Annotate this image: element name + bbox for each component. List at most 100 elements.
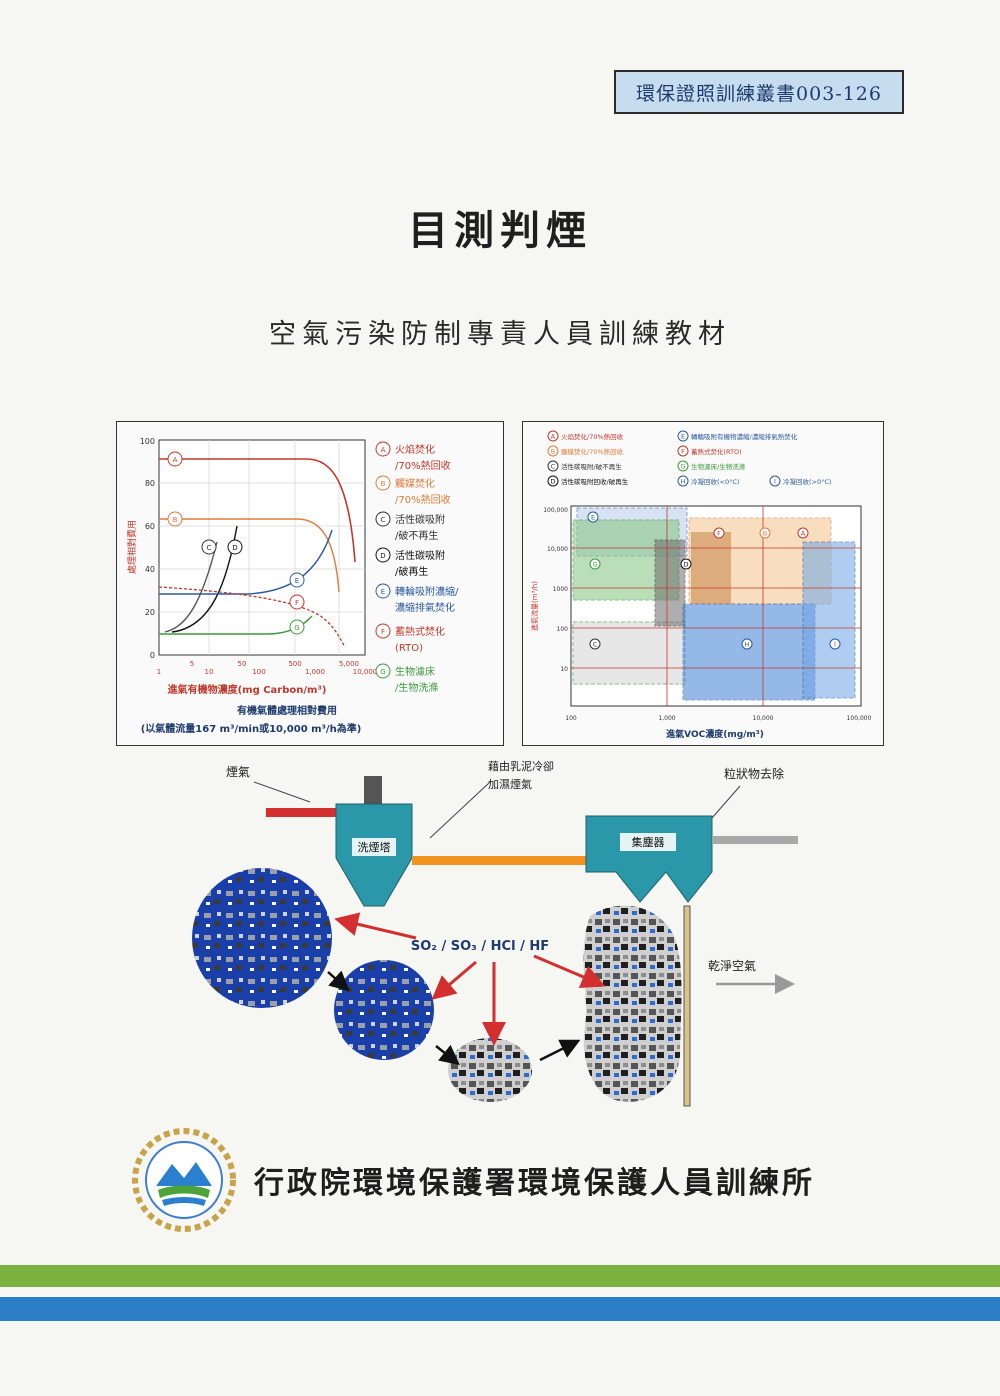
svg-text:轉輪吸附濃縮/: 轉輪吸附濃縮/ bbox=[395, 585, 459, 598]
legend-c: C 活性碳吸附 /破不再生 bbox=[375, 511, 445, 542]
logo-emblem bbox=[132, 1128, 236, 1232]
cost-chart: 100 80 60 40 20 0 1 5 10 50 100 500 1,00… bbox=[126, 437, 459, 735]
ytick: 0 bbox=[150, 651, 155, 660]
legend-b: B 觸媒焚化 /70%熱回收 bbox=[375, 475, 451, 506]
left-chart-panel: 100 80 60 40 20 0 1 5 10 50 100 500 1,00… bbox=[116, 421, 504, 746]
svg-text:A: A bbox=[381, 446, 386, 454]
legend-f: F 蓄熱式焚化 (RTO) bbox=[375, 623, 445, 654]
green-stripe bbox=[0, 1265, 1000, 1287]
svg-text:生物濾床: 生物濾床 bbox=[395, 665, 435, 678]
marker-c: C bbox=[207, 544, 212, 552]
region-label-e: E bbox=[591, 514, 595, 522]
region-label-i: I bbox=[834, 641, 836, 649]
flue-gas-inlet bbox=[266, 808, 336, 817]
svg-text:D: D bbox=[550, 478, 555, 486]
svg-text:H: H bbox=[681, 478, 686, 486]
large-absorbent-particle bbox=[192, 868, 332, 1008]
xtick: 5 bbox=[190, 660, 194, 668]
svg-text:活性碳吸附: 活性碳吸附 bbox=[395, 549, 445, 562]
note-line2: 加濕煙氣 bbox=[488, 777, 532, 791]
region-label-a: A bbox=[801, 530, 806, 538]
svg-text:F: F bbox=[381, 628, 385, 636]
ytick: 100 bbox=[140, 437, 155, 446]
svg-text:蓄熱式焚化(RTO): 蓄熱式焚化(RTO) bbox=[691, 447, 742, 456]
svg-text:火焰焚化/70%熱回收: 火焰焚化/70%熱回收 bbox=[561, 432, 624, 441]
marker-d: D bbox=[232, 544, 237, 552]
legend-g: G 生物濾床 /生物洗滌 bbox=[375, 663, 438, 694]
particulate-label: 粒狀物去除 bbox=[724, 766, 784, 781]
svg-text:生物濾床/生物洗滌: 生物濾床/生物洗滌 bbox=[691, 462, 746, 471]
region-label-h: H bbox=[745, 641, 750, 649]
svg-text:濃縮排氣焚化: 濃縮排氣焚化 bbox=[395, 601, 455, 614]
svg-text:B: B bbox=[551, 448, 555, 456]
svg-text:/破不再生: /破不再生 bbox=[395, 529, 438, 542]
ytick: 40 bbox=[145, 565, 155, 574]
region-i bbox=[802, 541, 856, 699]
svg-text:E: E bbox=[381, 588, 385, 596]
collector-label-box bbox=[620, 833, 676, 851]
scrubber-nozzle bbox=[364, 776, 382, 806]
legend-e: E 轉輪吸附濃縮/ 濃縮排氣焚化 bbox=[375, 583, 459, 614]
dust-collector bbox=[585, 815, 713, 903]
marker-e: E bbox=[295, 577, 299, 585]
blue-stripe bbox=[0, 1297, 1000, 1321]
svg-text:活性碳吸附回收/破再生: 活性碳吸附回收/破再生 bbox=[561, 477, 629, 486]
svg-text:E: E bbox=[681, 433, 685, 441]
stripe-gap bbox=[0, 1287, 1000, 1297]
selection-xlabel: 進氣VOC濃度(mg/m³) bbox=[666, 728, 764, 740]
svg-text:活性碳吸附/破不再生: 活性碳吸附/破不再生 bbox=[561, 462, 622, 471]
svg-text:/破再生: /破再生 bbox=[395, 565, 428, 578]
scrubber-label: 洗煙塔 bbox=[358, 841, 391, 854]
xtick: 5,000 bbox=[339, 660, 359, 668]
dust-cake bbox=[583, 905, 682, 1102]
clean-air-label: 乾淨空氣 bbox=[708, 959, 756, 973]
svg-text:F: F bbox=[681, 448, 685, 456]
epa-logo bbox=[132, 1128, 236, 1232]
rytick: 100,000 bbox=[543, 507, 568, 514]
rytick: 10 bbox=[560, 666, 568, 673]
clean-outlet bbox=[712, 836, 798, 844]
curve-b bbox=[159, 518, 340, 593]
note-line1: 藉由乳泥冷卻 bbox=[488, 759, 554, 773]
marker-f: F bbox=[295, 599, 299, 607]
process-diagram: 煙氣 藉由乳泥冷卻 加濕煙氣 粒狀物去除 洗煙塔 集塵器 SO₂ / SO₃ /… bbox=[180, 756, 820, 1116]
rlegend-f: F 蓄熱式焚化(RTO) bbox=[677, 445, 742, 457]
series-label: 環保證照訓練叢書003-126 bbox=[636, 82, 882, 105]
xtick: 1,000 bbox=[305, 668, 325, 676]
curve-c bbox=[164, 541, 218, 633]
svg-text:/生物洗滌: /生物洗滌 bbox=[395, 681, 438, 694]
series-badge: 環保證照訓練叢書003-126 bbox=[614, 70, 904, 114]
xtick: 10,000 bbox=[353, 668, 378, 676]
rxtick: 100,000 bbox=[847, 715, 872, 722]
region-c bbox=[572, 621, 686, 685]
xtick: 50 bbox=[238, 660, 247, 668]
rlegend-d: D 活性碳吸附回收/破再生 bbox=[547, 475, 629, 487]
collector-label: 集塵器 bbox=[632, 835, 665, 849]
svg-text:/70%熱回收: /70%熱回收 bbox=[395, 459, 451, 472]
region-f bbox=[691, 532, 731, 604]
svg-text:冷凝回收(<0°C): 冷凝回收(<0°C) bbox=[691, 477, 739, 486]
svg-text:C: C bbox=[551, 463, 556, 471]
rxtick: 10,000 bbox=[753, 715, 774, 722]
scrubber-label-box bbox=[352, 838, 396, 856]
book-subtitle: 空氣污染防制專責人員訓練教材 bbox=[269, 319, 731, 350]
cost-caption-line1: 有機氣體處理相對費用 bbox=[237, 704, 337, 717]
medium-absorbent-particle bbox=[334, 960, 434, 1060]
rlegend-h: H 冷凝回收(<0°C) bbox=[677, 475, 739, 487]
svg-text:/70%熱回收: /70%熱回收 bbox=[395, 493, 451, 506]
rlegend-c: C 活性碳吸附/破不再生 bbox=[547, 460, 622, 472]
svg-text:冷凝回收(>0°C): 冷凝回收(>0°C) bbox=[783, 477, 831, 486]
svg-text:C: C bbox=[381, 516, 386, 524]
curve-a bbox=[159, 458, 356, 563]
legend-d: D 活性碳吸附 /破再生 bbox=[375, 547, 445, 578]
small-reacted-particle bbox=[448, 1038, 532, 1102]
region-label-g: G bbox=[592, 561, 597, 569]
region-label-d: D bbox=[683, 561, 688, 569]
ytick: 20 bbox=[145, 608, 155, 617]
